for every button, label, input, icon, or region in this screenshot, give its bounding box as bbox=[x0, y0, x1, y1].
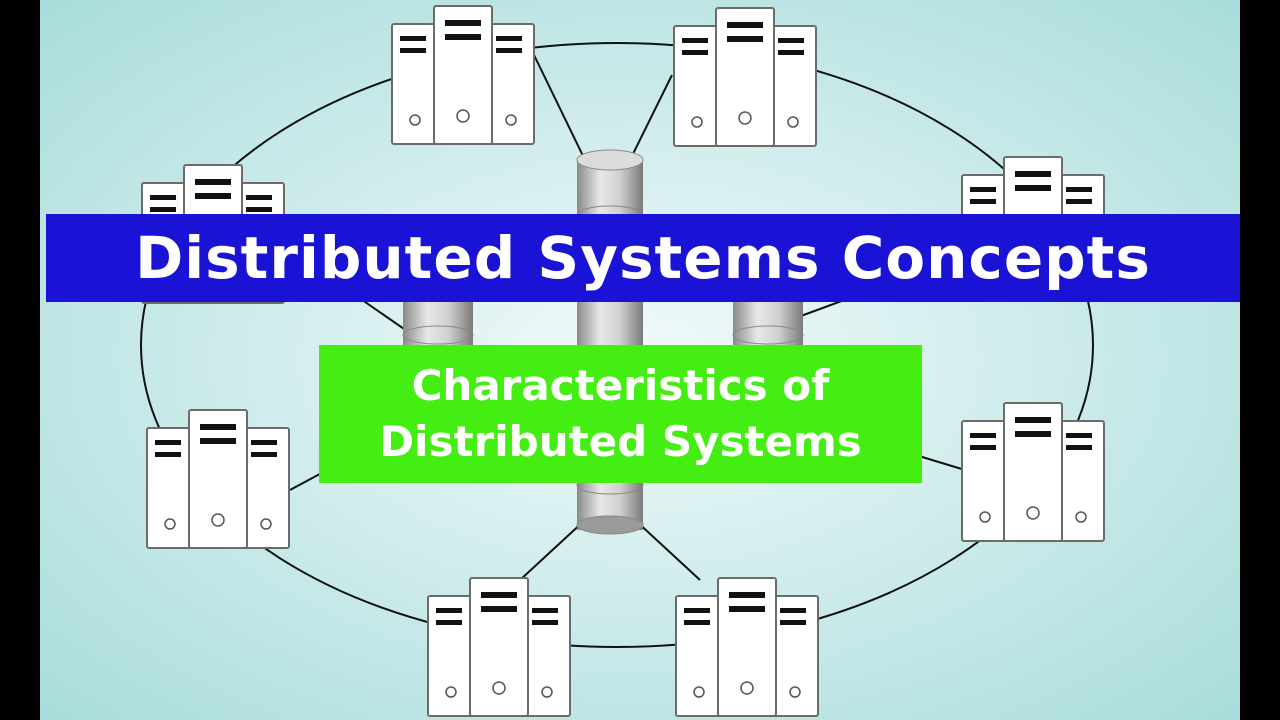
server-rack-icon bbox=[427, 577, 571, 717]
subtitle-box: Characteristics of Distributed Systems bbox=[319, 345, 922, 483]
server-rack-icon bbox=[391, 5, 535, 145]
server-rack-icon bbox=[146, 409, 290, 549]
server-rack-icon bbox=[675, 577, 819, 717]
network-ring bbox=[140, 42, 1094, 648]
page-title: Distributed Systems Concepts bbox=[135, 224, 1151, 292]
subtitle-line-1: Characteristics of bbox=[411, 361, 830, 410]
subtitle-line-2: Distributed Systems bbox=[379, 417, 862, 466]
server-rack-icon bbox=[673, 7, 817, 147]
title-banner: Distributed Systems Concepts bbox=[46, 214, 1240, 302]
server-rack-icon bbox=[961, 402, 1105, 542]
